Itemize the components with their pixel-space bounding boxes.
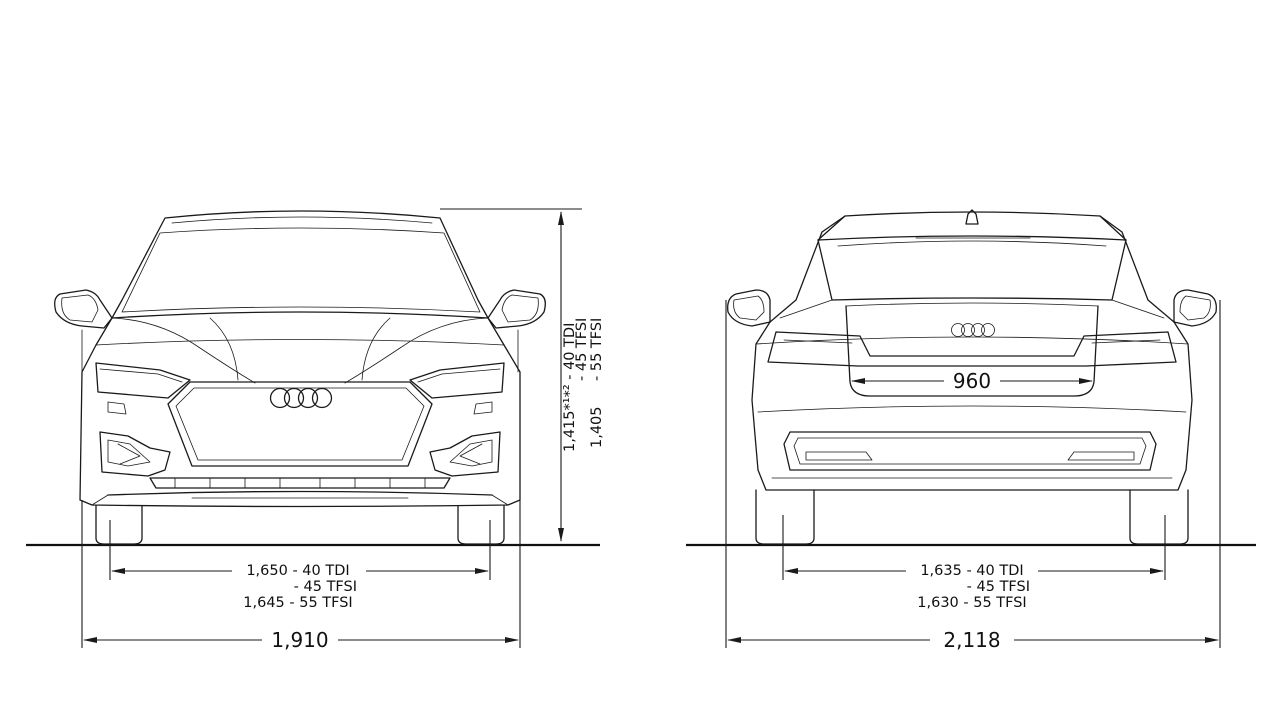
front-track-line1: 1,650 - 40 TDI [246, 563, 349, 579]
front-height-dimension [440, 208, 582, 542]
rear-track-line1: 1,635 - 40 TDI [920, 563, 1023, 579]
brand-rings-logo-front [269, 387, 333, 409]
front-car-outline [54, 210, 546, 545]
front-track-line3: 1,645 - 55 TFSI [243, 595, 352, 611]
rear-car-outline: 960 [727, 209, 1217, 545]
brand-rings-logo-rear [951, 323, 995, 337]
rear-hatch-label-mask [944, 369, 1000, 393]
rear-view: 960 1,635 - 40 TDI - 45 TFSI 1,630 - 55 … [686, 209, 1256, 652]
rear-track-label-mask [906, 560, 1038, 610]
rear-width-label-mask [930, 628, 1014, 652]
front-height-label-line2: - 45 TFSI [574, 318, 590, 381]
front-track-line2: - 45 TFSI [294, 579, 357, 595]
front-width-label: 1,910 [271, 628, 328, 652]
rear-track-line3: 1,630 - 55 TFSI [917, 595, 1026, 611]
front-height-alt-label: 1,405 [589, 406, 605, 448]
rear-track-line2: - 45 TFSI [967, 579, 1030, 595]
front-view: 1,415*¹*² - 40 TDI - 45 TFSI - 55 TFSI 1… [26, 208, 605, 652]
front-width-label-mask [262, 628, 338, 652]
front-track-label-mask [232, 560, 366, 610]
front-height-label: 1,415*¹*² - 40 TDI [562, 323, 578, 452]
front-height-label-line3: - 55 TFSI [589, 318, 605, 381]
rear-hatch-width-label: 960 [953, 369, 991, 393]
rear-width-label: 2,118 [943, 628, 1000, 652]
